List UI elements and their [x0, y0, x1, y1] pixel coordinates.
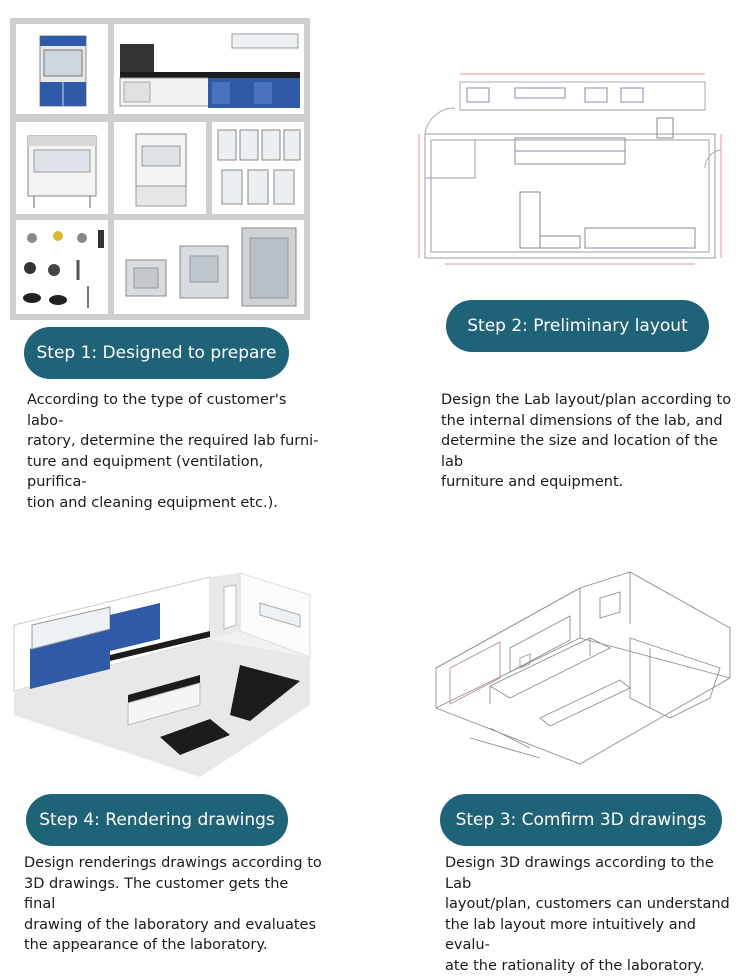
step4-title-pill: Step 4: Rendering drawings [26, 794, 288, 846]
step2-line: furniture and equipment. [441, 472, 736, 493]
step2-line: Design the Lab layout/plan according to [441, 390, 736, 411]
step1-line: tion and cleaning equipment etc.). [27, 493, 322, 514]
lab-equipment-photo-grid [10, 18, 310, 320]
pass-box-air-shower-photo [114, 220, 304, 314]
step2-line: determine the size and location of the l… [441, 431, 736, 472]
step3-line: layout/plan, customers can understand [445, 894, 740, 915]
step2-description: Design the Lab layout/plan according to … [441, 390, 736, 493]
step1-line: ratory, determine the required lab furni… [27, 431, 322, 452]
step1-line: ture and equipment (ventilation, purific… [27, 452, 322, 493]
laminar-hood-photo [16, 122, 108, 214]
fume-hood-photo [16, 24, 108, 114]
step4-line: Design renderings drawings according to [24, 853, 324, 874]
lab-bench-photo [114, 24, 304, 114]
step3-description: Design 3D drawings according to the Lab … [445, 853, 740, 976]
biosafety-cabinet-photo [114, 122, 206, 214]
step4-line: 3D drawings. The customer gets the final [24, 874, 324, 915]
lab-rendering-image [10, 565, 315, 780]
step1-line: According to the type of customer's labo… [27, 390, 322, 431]
floor-plan-drawing [415, 68, 725, 278]
step3-line: Design 3D drawings according to the Lab [445, 853, 740, 894]
step3-title-pill: Step 3: Comfirm 3D drawings [440, 794, 722, 846]
step1-description: According to the type of customer's labo… [27, 390, 322, 513]
storage-cabinets-photo [212, 122, 304, 214]
step1-title-pill: Step 1: Designed to prepare [24, 327, 289, 379]
step4-description: Design renderings drawings according to … [24, 853, 324, 956]
lab-3d-line-drawing [430, 568, 735, 768]
step3-line: the lab layout more intuitively and eval… [445, 915, 740, 956]
step4-line: drawing of the laboratory and evaluates [24, 915, 324, 936]
step3-line: ate the rationality of the laboratory. [445, 956, 740, 976]
step2-line: the internal dimensions of the lab, and [441, 411, 736, 432]
lab-accessories-photo [16, 220, 108, 314]
step2-title-pill: Step 2: Preliminary layout [446, 300, 709, 352]
step4-line: the appearance of the laboratory. [24, 935, 324, 956]
